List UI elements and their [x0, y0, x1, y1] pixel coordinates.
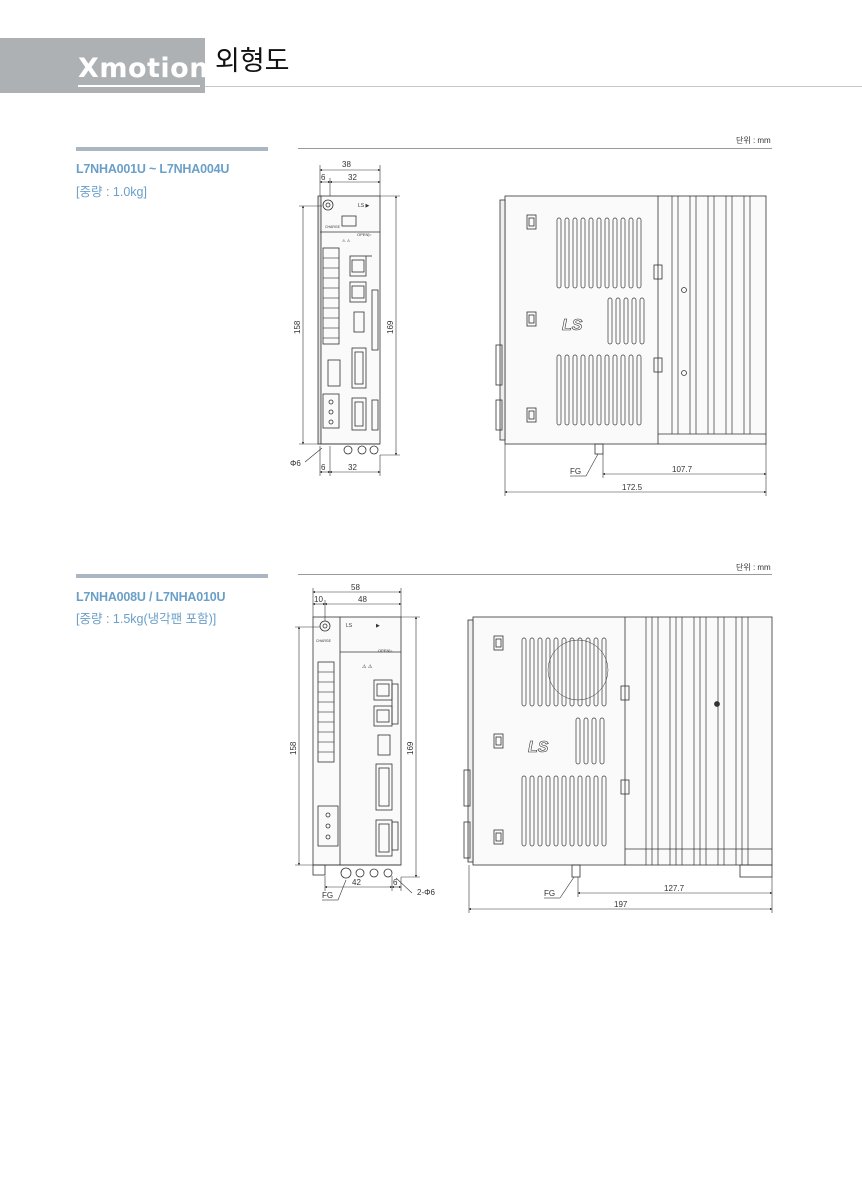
- section-2-unit: 단위 : mm: [736, 563, 771, 572]
- svg-text:OPEN▷: OPEN▷: [357, 232, 372, 237]
- page-title: 외형도: [215, 46, 290, 77]
- section-2-weight: [중량 : 1.5kg(냉각팬 포함)]: [76, 612, 217, 626]
- brand-underline: [78, 85, 200, 87]
- s2-label-fg: FG: [322, 891, 333, 900]
- s1-dim-side-total: 172.5: [622, 483, 643, 492]
- svg-text:LS: LS: [528, 739, 549, 756]
- section-2-front-view: CHARGE LS ▶ OPEN▷ ⚠ ⚠: [312, 616, 402, 879]
- s1-dim-front-width: 38: [342, 160, 351, 169]
- svg-text:OPEN▷: OPEN▷: [378, 648, 393, 653]
- s1-dim-height-inner: 158: [293, 320, 302, 334]
- s2-dim-bottom-mid: 42: [352, 878, 361, 887]
- s2-label-fg-side: FG: [544, 889, 555, 898]
- s2-dim-height-inner: 158: [289, 741, 298, 755]
- brand-x: X: [78, 53, 100, 84]
- s1-label-fg: FG: [570, 467, 581, 476]
- section-1-front-dims: [299, 165, 400, 476]
- header-rule: [205, 86, 862, 87]
- svg-text:LS: LS: [346, 623, 353, 629]
- s1-dim-height-total: 169: [386, 320, 395, 334]
- section-2-side-dims: [468, 865, 773, 913]
- s2-dim-front-right: 48: [358, 595, 367, 604]
- svg-text:▶: ▶: [376, 623, 380, 629]
- section-2-rule: [298, 574, 772, 575]
- section-1-side-view: LS: [495, 195, 767, 455]
- svg-text:⚠ ⚠: ⚠ ⚠: [362, 664, 373, 670]
- s1-dim-bottom-left: 6: [321, 463, 326, 472]
- svg-text:LS: LS: [562, 317, 583, 334]
- section-1-unit: 단위 : mm: [736, 136, 771, 145]
- section-1-model: L7NHA001U ~ L7NHA004U: [76, 162, 230, 176]
- section-1-weight: [중량 : 1.0kg]: [76, 185, 147, 199]
- section-1-bar: [76, 147, 268, 151]
- header-band: [0, 38, 205, 93]
- s2-dim-front-width: 58: [351, 583, 360, 592]
- s2-dim-side-depth: 127.7: [664, 884, 685, 893]
- s2-dim-height-total: 169: [406, 741, 415, 755]
- section-2-front-dims: [295, 588, 420, 901]
- s2-dim-side-total: 197: [614, 900, 628, 909]
- section-1-front-view: LS ▶ CHARGE ⚠ ⚠ OPEN▷: [317, 195, 381, 455]
- svg-text:CHARGE: CHARGE: [325, 225, 341, 229]
- section-1-side-dims: [504, 444, 767, 496]
- s1-dim-hole: Φ6: [290, 459, 301, 468]
- s2-dim-front-left: 10: [314, 595, 323, 604]
- section-2-model: L7NHA008U / L7NHA010U: [76, 590, 226, 604]
- s2-dim-hole: 2-Φ6: [417, 888, 435, 897]
- s1-dim-bottom-right: 32: [348, 463, 357, 472]
- svg-text:⚠ ⚠: ⚠ ⚠: [342, 238, 351, 243]
- section-2-side-view: LS: [463, 616, 773, 878]
- section-2-bar: [76, 574, 268, 578]
- s2-dim-bottom-right: 6: [393, 878, 398, 887]
- brand-logo: Xmotion: [78, 54, 209, 84]
- s1-dim-front-left: 6: [321, 173, 326, 182]
- section-1-rule: [298, 148, 772, 149]
- s1-dim-front-right: 32: [348, 173, 357, 182]
- brand-rest: motion: [99, 53, 209, 84]
- svg-text:CHARGE: CHARGE: [316, 639, 332, 643]
- svg-text:LS ▶: LS ▶: [358, 203, 370, 209]
- s1-dim-side-depth: 107.7: [672, 465, 693, 474]
